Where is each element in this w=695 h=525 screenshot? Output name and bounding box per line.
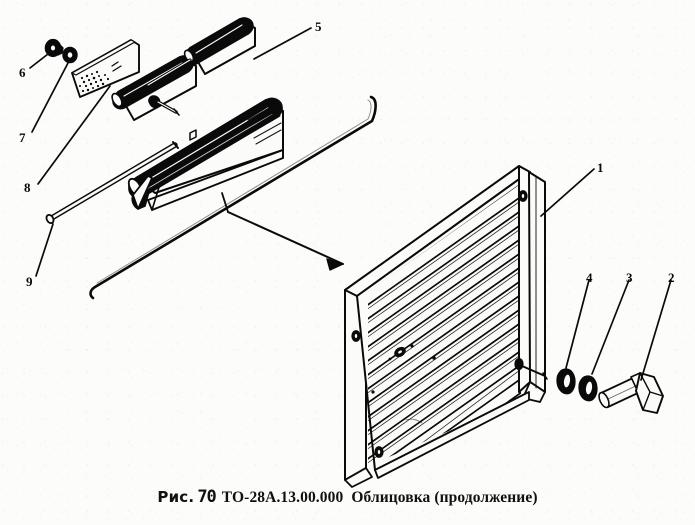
small-screw [148,95,180,116]
callout-1: 1 [597,161,604,174]
part-7-lock-washer [62,46,78,64]
leader-lines [29,27,672,381]
callout-7-label: 7 [19,130,26,145]
callout-9: 9 [26,275,33,288]
caption-fig-label: Рис. [157,488,195,506]
part-1-louvered-grille-panel [344,165,548,488]
caption-title: Облицовка (продолжение) [351,489,538,506]
callout-6: 6 [19,66,26,79]
part-5-long-bent-rod [89,95,377,300]
caption-fig-number: 70 [197,487,217,507]
callout-5-label: 5 [315,19,322,34]
callout-2-label: 2 [668,270,675,285]
callout-9-label: 9 [26,274,33,289]
part-6-hex-nut [44,38,64,58]
large-hinge-louver-bar [127,97,284,211]
part-2-hex-bolt [598,372,664,414]
callout-8-label: 8 [24,180,31,195]
callout-4: 4 [586,271,593,284]
callout-7: 7 [19,131,26,144]
callout-3: 3 [626,271,633,284]
callout-3-label: 3 [626,270,633,285]
part-4-washer-inner [556,368,576,395]
callout-2: 2 [668,271,675,284]
callout-1-label: 1 [597,160,604,175]
part-3-washer-outer [578,375,598,402]
callout-4-label: 4 [586,270,593,285]
assembly-arrow [221,192,344,271]
callout-5: 5 [315,20,322,33]
callout-8: 8 [24,181,31,194]
caption-drawing-number: ТО-28А.13.00.000 [221,489,344,506]
top-right-small-barrel [146,17,256,87]
part-9-hinge-pin-rod [45,141,179,225]
part-8-textured-plate [71,39,140,98]
callout-6-label: 6 [19,65,26,80]
